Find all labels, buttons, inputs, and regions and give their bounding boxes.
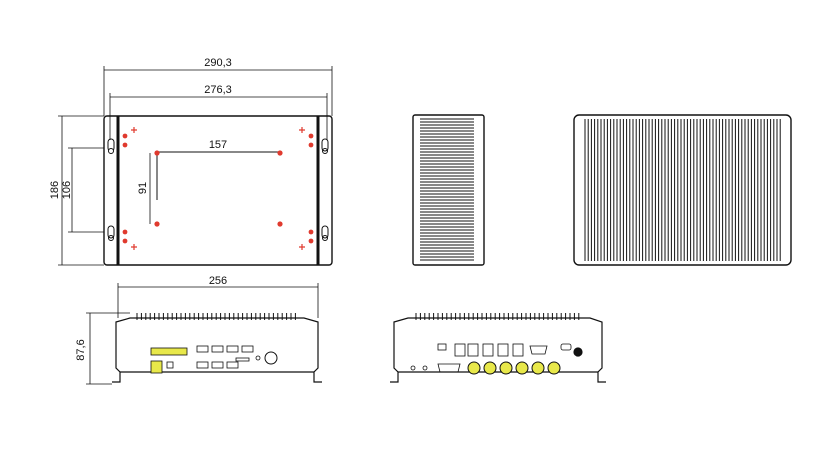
keyhole-slot [321,138,329,154]
card-slot [235,357,250,362]
dimension-lines [58,66,333,266]
keyhole-slot [107,138,115,154]
front-view [112,313,322,383]
usb-port [241,345,254,353]
screw-hole [422,365,428,371]
overall-width-label: 290,3 [204,57,232,69]
mount-hole [154,221,160,227]
mount-hole [308,229,314,235]
mounting-holes [122,133,314,244]
io-port [150,360,163,374]
mount-hole [154,150,160,156]
top-view [103,115,333,266]
usb-port [211,361,224,369]
antenna-port [531,361,545,375]
mount-hole [277,150,283,156]
mount-hole [308,238,314,244]
front-dimension-lines [86,283,319,385]
slot-height-label: 106 [61,181,73,199]
ethernet-port [512,343,524,357]
mount-hole [122,133,128,139]
io-port [437,343,447,351]
keyhole-slot [321,225,329,241]
mount-hole [122,229,128,235]
ethernet-port [482,343,494,357]
top-view-body [103,115,333,266]
antenna-port [547,361,561,375]
ethernet-port [497,343,509,357]
serial-port [437,363,461,373]
dc-jack [573,347,583,357]
hdmi-port [560,343,572,351]
antenna-port [467,361,481,375]
cross-icon [131,127,305,250]
antenna-port [483,361,497,375]
ethernet-port [454,343,466,357]
ethernet-port [467,343,479,357]
keyhole-slot [107,225,115,241]
heatsink-fins [415,313,580,320]
io-port [150,347,188,356]
vga-port [529,345,548,355]
hole-height-label: 91 [137,182,149,194]
heatsink-fins [136,313,296,320]
front-width-label: 256 [209,275,227,287]
io-port [166,361,174,369]
screw-hole [410,365,416,371]
mount-hole [308,133,314,139]
mount-hole [308,142,314,148]
antenna-port [515,361,529,375]
mount-hole [122,142,128,148]
front-height-label: 87,6 [75,339,87,360]
hole-width-label: 157 [209,139,227,151]
mount-hole [122,238,128,244]
side-view [412,114,485,266]
hole-pattern-guide [156,151,280,200]
led-indicator [255,355,261,361]
power-button-icon [264,351,278,365]
slot-width-label: 276,3 [204,84,232,96]
usb-port [196,361,209,369]
heatsink-fins [584,119,781,261]
usb-port [226,361,239,369]
usb-port [196,345,209,353]
back-view [390,313,606,383]
usb-port [211,345,224,353]
overall-height-label: 186 [49,181,61,199]
antenna-port [499,361,513,375]
heatsink-fins [420,118,474,261]
usb-port [226,345,239,353]
heatsink-view [573,114,792,266]
mount-hole [277,221,283,227]
antenna-ports [467,361,561,375]
